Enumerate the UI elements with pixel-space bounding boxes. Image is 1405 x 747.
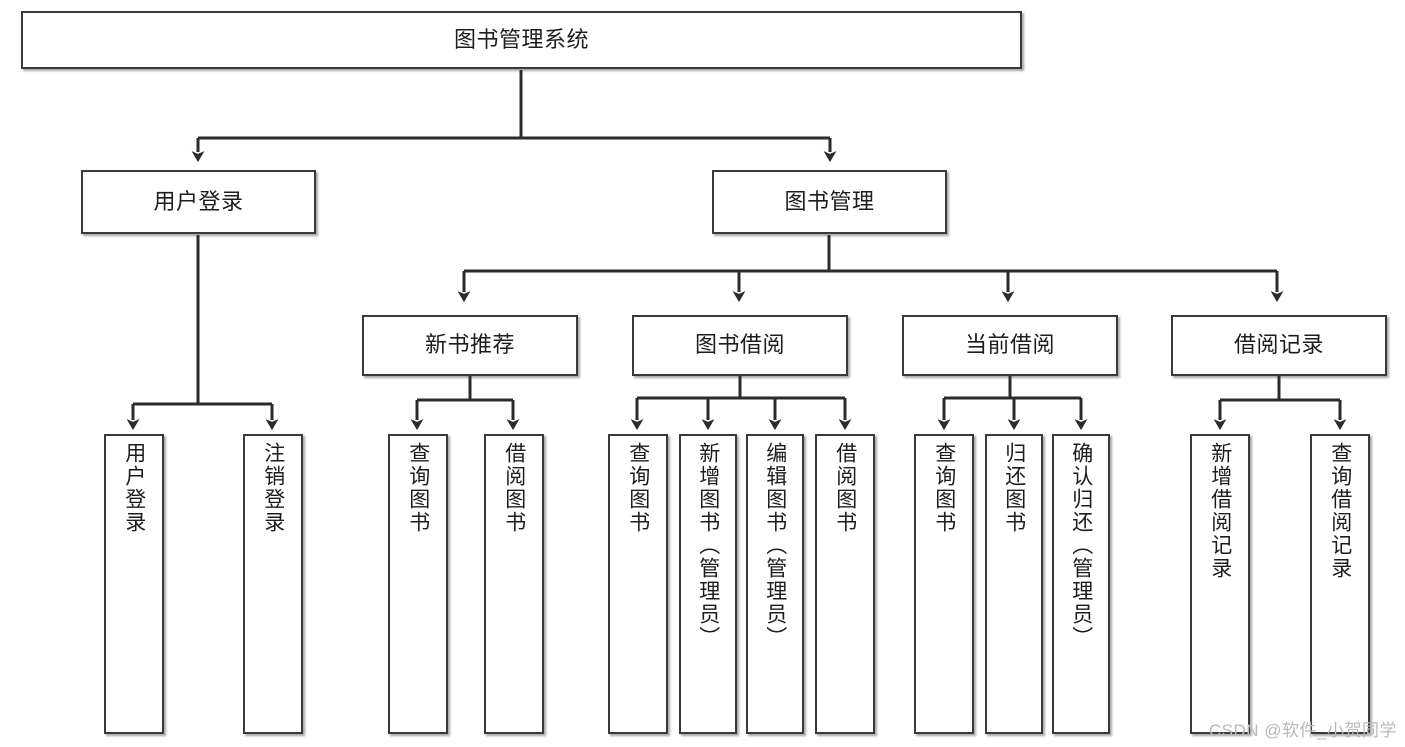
- node-borrow-record[interactable]: 借阅记录: [1171, 315, 1387, 376]
- node-borrow-record-label: 借阅记录: [1233, 332, 1324, 358]
- node-user-login-label: 用户登录: [153, 188, 244, 214]
- leaf-add-record[interactable]: 新增借阅记录: [1190, 434, 1250, 734]
- leaf-query-book-1-label: 查询图书: [406, 442, 430, 534]
- node-new-book-recommend-label: 新书推荐: [424, 332, 515, 358]
- node-current-borrow-label: 当前借阅: [964, 332, 1055, 358]
- node-new-book-recommend[interactable]: 新书推荐: [362, 315, 578, 376]
- leaf-query-book-3-label: 查询图书: [932, 442, 956, 534]
- node-user-login[interactable]: 用户登录: [81, 170, 316, 234]
- leaf-confirm-return-label: 确认归还（管理员）: [1069, 442, 1093, 649]
- leaf-confirm-return[interactable]: 确认归还（管理员）: [1052, 434, 1110, 734]
- leaf-return-book[interactable]: 归还图书: [985, 434, 1043, 734]
- node-book-management-label: 图书管理: [784, 188, 875, 214]
- node-book-management[interactable]: 图书管理: [712, 170, 947, 234]
- node-book-borrow-label: 图书借阅: [694, 332, 785, 358]
- leaf-add-record-label: 新增借阅记录: [1208, 442, 1232, 580]
- leaf-add-book-label: 新增图书（管理员）: [696, 442, 720, 649]
- leaf-query-book-2[interactable]: 查询图书: [608, 434, 668, 734]
- leaf-query-record-label: 查询借阅记录: [1328, 442, 1352, 580]
- node-current-borrow[interactable]: 当前借阅: [902, 315, 1118, 376]
- leaf-edit-book-label: 编辑图书（管理员）: [763, 442, 787, 649]
- leaf-user-login[interactable]: 用户登录: [104, 434, 164, 734]
- leaf-query-record[interactable]: 查询借阅记录: [1310, 434, 1370, 734]
- node-book-borrow[interactable]: 图书借阅: [632, 315, 848, 376]
- leaf-add-book[interactable]: 新增图书（管理员）: [679, 434, 737, 734]
- leaf-borrow-book-2[interactable]: 借阅图书: [815, 434, 875, 734]
- leaf-borrow-book-2-label: 借阅图书: [833, 442, 857, 534]
- leaf-query-book-3[interactable]: 查询图书: [914, 434, 974, 734]
- leaf-return-book-label: 归还图书: [1002, 442, 1026, 534]
- leaf-user-login-label: 用户登录: [122, 442, 146, 534]
- csdn-watermark: CSDN @软件_小贺同学: [1208, 721, 1397, 740]
- leaf-logout[interactable]: 注销登录: [243, 434, 303, 734]
- node-root[interactable]: 图书管理系统: [21, 11, 1022, 69]
- leaf-borrow-book-1-label: 借阅图书: [502, 442, 526, 534]
- leaf-edit-book[interactable]: 编辑图书（管理员）: [746, 434, 804, 734]
- node-root-label: 图书管理系统: [453, 26, 589, 52]
- leaf-query-book-2-label: 查询图书: [626, 442, 650, 534]
- leaf-borrow-book-1[interactable]: 借阅图书: [484, 434, 544, 734]
- leaf-query-book-1[interactable]: 查询图书: [388, 434, 448, 734]
- leaf-logout-label: 注销登录: [261, 442, 285, 534]
